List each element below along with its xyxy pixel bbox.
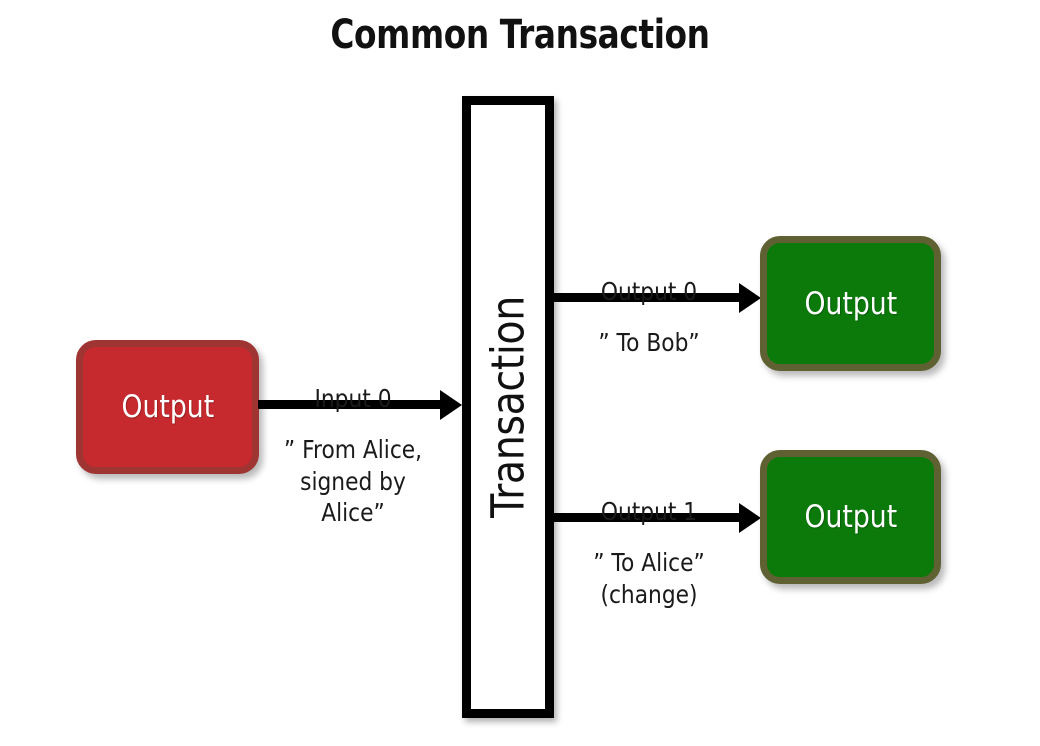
node-output-0-label: Output: [804, 285, 897, 322]
node-output-1: Output: [760, 450, 941, 584]
arrow-output-0-head-icon: [739, 283, 761, 313]
arrow-input-0-line: [258, 400, 444, 409]
edge-label-output-0-top: Output 0: [600, 277, 698, 307]
node-output-1-label: Output: [804, 499, 897, 535]
arrow-output-1-line: [553, 513, 741, 522]
arrow-output-1-head-icon: [739, 503, 761, 533]
edge-label-output-1-top: Output 1: [600, 497, 698, 527]
node-input-output: Output: [76, 340, 259, 474]
edge-label-output-1-bottom: ” To Alice” (change): [593, 548, 705, 609]
edge-label-input-0-bottom: ” From Alice, signed by Alice”: [283, 435, 423, 528]
edge-label-input-0-top: Input 0: [314, 384, 392, 414]
node-transaction: Transaction: [462, 96, 554, 718]
node-output-0: Output: [760, 236, 941, 371]
diagram-title: Common Transaction: [330, 12, 710, 58]
arrow-input-0-head-icon: [440, 390, 462, 420]
node-input-output-label: Output: [121, 389, 214, 425]
edge-label-output-0-bottom: ” To Bob”: [598, 328, 700, 358]
node-transaction-label: Transaction: [481, 296, 535, 518]
arrow-output-0-line: [553, 293, 741, 302]
